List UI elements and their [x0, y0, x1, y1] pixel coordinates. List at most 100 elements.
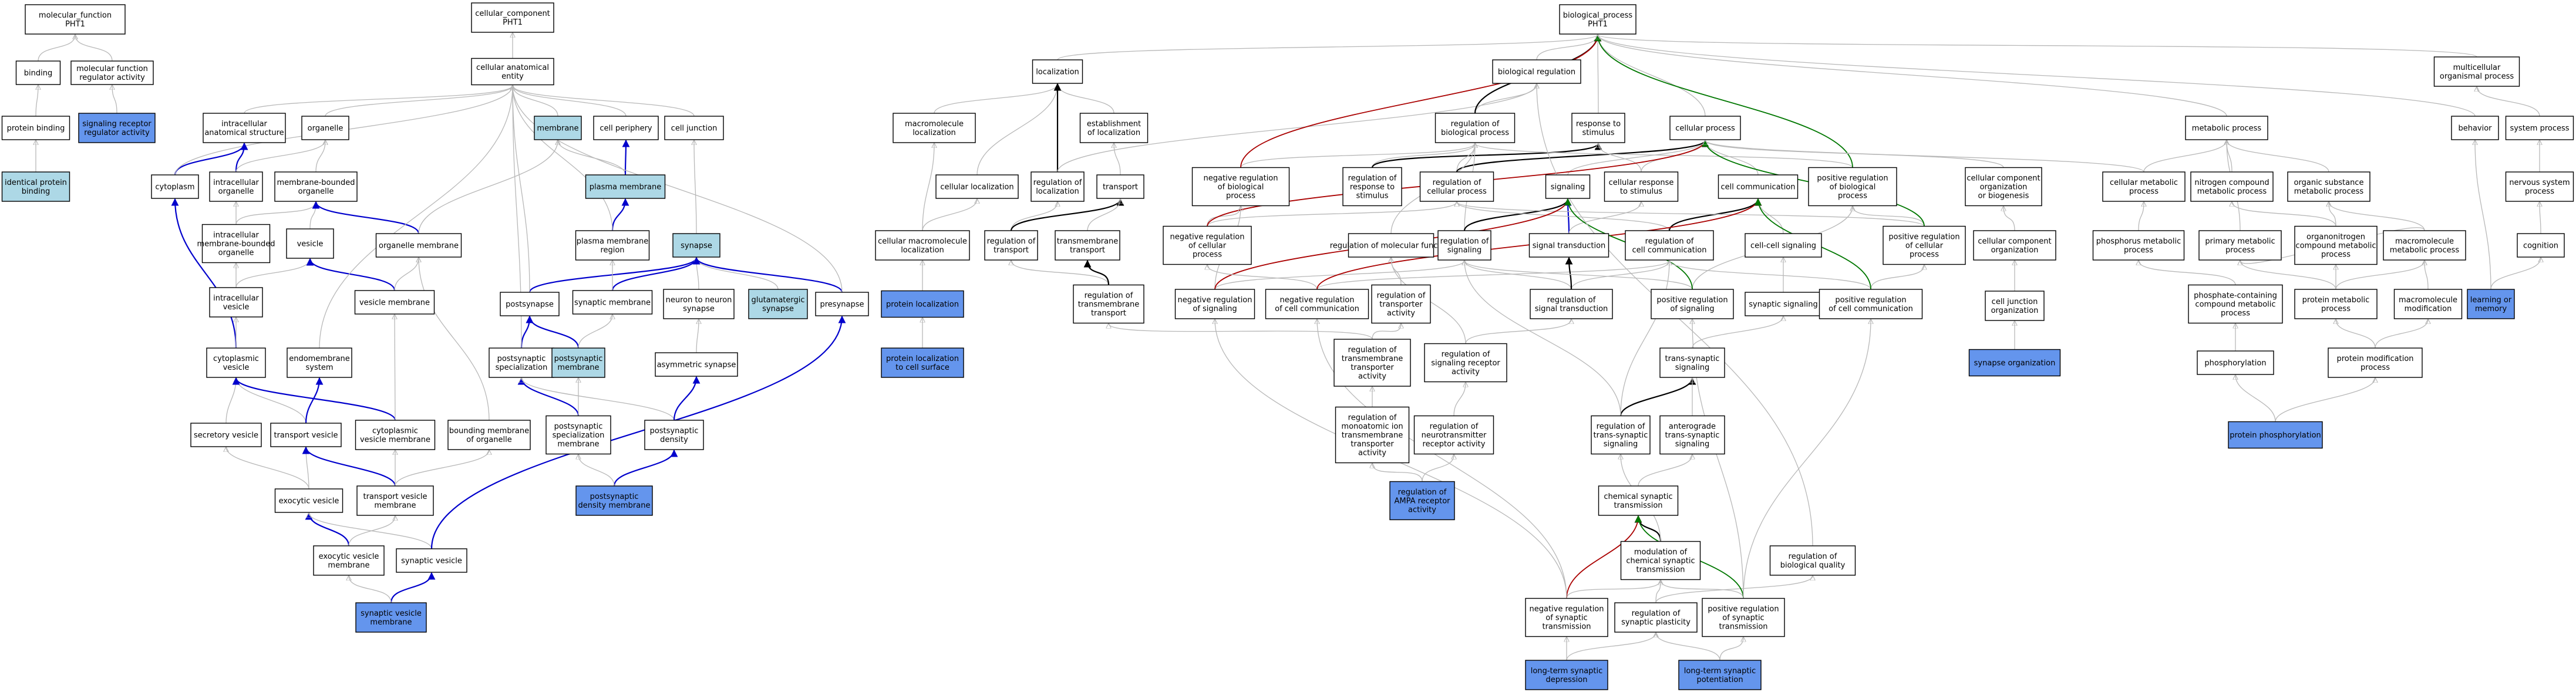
node-protein-phosphorylation[interactable]: protein phosphorylation: [2228, 421, 2323, 449]
node-signal-transduction[interactable]: signal transduction: [1528, 233, 1609, 258]
node-cellular-localization[interactable]: cellular localization: [935, 174, 1019, 199]
node-membrane[interactable]: membrane: [534, 116, 582, 140]
node-signaling[interactable]: signaling: [1545, 174, 1591, 199]
node-secretory-vesicle[interactable]: secretory vesicle: [190, 423, 262, 447]
node-cell-periphery[interactable]: cell periphery: [593, 116, 659, 140]
node-vesicle[interactable]: vesicle: [286, 228, 334, 259]
node-cytoplasm[interactable]: cytoplasm: [151, 174, 199, 199]
node-cellular-process[interactable]: cellular process: [1669, 116, 1741, 140]
node-asymmetric-synapse[interactable]: asymmetric synapse: [655, 352, 738, 377]
node-cognition[interactable]: cognition: [2517, 233, 2565, 258]
node-system-process[interactable]: system process: [2505, 116, 2574, 140]
node-regulation-of-molecular-function[interactable]: regulation of molecular function: [1330, 233, 1453, 258]
node-metabolic-process[interactable]: metabolic process: [2185, 116, 2268, 140]
node-synaptic-vesicle[interactable]: synaptic vesicle: [396, 548, 467, 573]
node-cell-cell-signaling[interactable]: cell-cell signaling: [1745, 233, 1822, 258]
node-protein-binding[interactable]: protein binding: [1, 116, 70, 140]
node-synaptic-membrane[interactable]: synaptic membrane: [572, 290, 653, 315]
node-synaptic-signaling[interactable]: synaptic signaling: [1745, 292, 1822, 316]
node-regulation-of-transmembrane-transporter-activity[interactable]: regulation oftransmembranetransporteract…: [1334, 339, 1411, 387]
node-plasma-membrane[interactable]: plasma membrane: [585, 174, 666, 199]
node-biological-regulation[interactable]: biological regulation: [1492, 59, 1581, 84]
node-organelle[interactable]: organelle: [301, 116, 349, 140]
node-transport-vesicle[interactable]: transport vesicle: [270, 423, 342, 447]
node-presynapse[interactable]: presynapse: [815, 292, 869, 316]
node-synapse[interactable]: synapse: [672, 233, 720, 258]
node-synapse-organization[interactable]: synapse organization: [1968, 349, 2061, 377]
node-organelle-membrane[interactable]: organelle membrane: [375, 233, 462, 258]
node-postsynapse[interactable]: postsynapse: [500, 292, 560, 316]
node-protein-localization[interactable]: protein localization: [881, 290, 964, 318]
node-binding[interactable]: binding: [15, 60, 61, 85]
node-transport[interactable]: transport: [1096, 174, 1144, 199]
